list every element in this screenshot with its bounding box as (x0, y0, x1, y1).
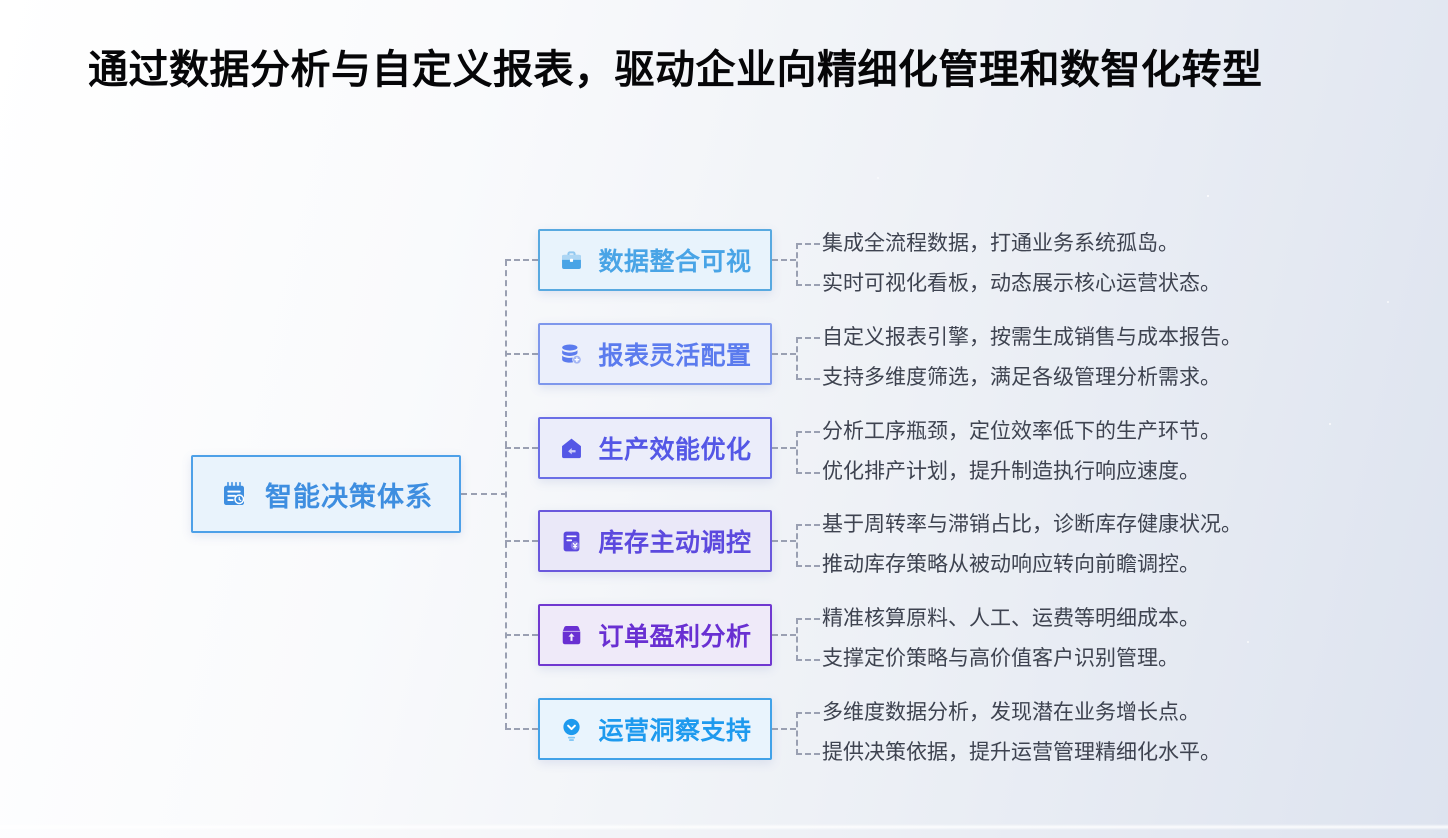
leaf-connector (796, 337, 820, 339)
leaf-connector (796, 243, 820, 245)
branch-label: 报表灵活配置 (598, 342, 752, 370)
branch-connector (505, 353, 538, 355)
leaf-connector (772, 259, 796, 261)
trunk-connector (505, 260, 507, 729)
branch-point: 支撑定价策略与高价值客户识别管理。 (822, 646, 1179, 670)
leaf-connector (796, 243, 798, 286)
leaf-connector (796, 524, 820, 526)
branch-point: 支持多维度筛选，满足各级管理分析需求。 (822, 365, 1221, 389)
leaf-connector (796, 472, 820, 474)
branch-connector (505, 728, 538, 730)
branch-point: 自定义报表引擎，按需生成销售与成本报告。 (822, 325, 1242, 349)
branch-connector (505, 634, 538, 636)
branch-node-data-integration[interactable]: 数据整合可视 (538, 229, 772, 291)
branch-connector (505, 447, 538, 449)
branch-point: 分析工序瓶颈，定位效率低下的生产环节。 (822, 419, 1221, 443)
leaf-connector (796, 284, 820, 286)
branch-node-order-profit[interactable]: 订单盈利分析 (538, 604, 772, 666)
branch-point: 精准核算原料、人工、运费等明细成本。 (822, 606, 1200, 630)
briefcase-icon (558, 247, 585, 274)
root-node-intelligent-decision[interactable]: 智能决策体系 (191, 455, 461, 533)
branch-order-profit: 订单盈利分析 精准核算原料、人工、运费等明细成本。 支撑定价策略与高价值客户识别… (505, 588, 1285, 682)
leaf-connector (796, 712, 798, 755)
branch-point: 多维度数据分析，发现潜在业务增长点。 (822, 700, 1200, 724)
branch-report-config: 报表灵活配置 自定义报表引擎，按需生成销售与成本报告。 支持多维度筛选，满足各级… (505, 307, 1285, 401)
branch-production-efficiency: 生产效能优化 分析工序瓶颈，定位效率低下的生产环节。 优化排产计划，提升制造执行… (505, 401, 1285, 495)
leaf-connector (796, 618, 798, 661)
insight-bulb-icon (558, 716, 585, 743)
page-title: 通过数据分析与自定义报表，驱动企业向精细化管理和数智化转型 (88, 48, 1263, 92)
branch-data-integration: 数据整合可视 集成全流程数据，打通业务系统孤岛。 实时可视化看板，动态展示核心运… (505, 213, 1285, 307)
leaf-connector (772, 447, 796, 449)
branch-node-production-efficiency[interactable]: 生产效能优化 (538, 417, 772, 479)
branch-label: 生产效能优化 (598, 436, 752, 464)
leaf-connector (772, 728, 796, 730)
leaf-connector (796, 659, 820, 661)
branch-label: 订单盈利分析 (598, 623, 752, 651)
branch-point: 提供决策依据，提升运营管理精细化水平。 (822, 740, 1221, 764)
branch-connector (505, 259, 538, 261)
leaf-connector (796, 712, 820, 714)
branch-inventory-control: 库存主动调控 基于周转率与滞销占比，诊断库存健康状况。 推动库存策略从被动响应转… (505, 494, 1285, 588)
notepad-clock-icon (219, 479, 249, 509)
calculator-yuan-icon (558, 528, 585, 555)
leaf-connector (796, 431, 820, 433)
branch-point: 优化排产计划，提升制造执行响应速度。 (822, 459, 1200, 483)
leaf-connector (796, 431, 798, 474)
leaf-connector (772, 540, 796, 542)
branch-operation-insight: 运营洞察支持 多维度数据分析，发现潜在业务增长点。 提供决策依据，提升运营管理精… (505, 682, 1285, 776)
branch-label: 库存主动调控 (598, 529, 752, 557)
branch-point: 集成全流程数据，打通业务系统孤岛。 (822, 231, 1179, 255)
root-connector (461, 493, 507, 495)
leaf-connector (796, 337, 798, 380)
branch-point: 推动库存策略从被动响应转向前瞻调控。 (822, 552, 1200, 576)
branch-point: 基于周转率与滞销占比，诊断库存健康状况。 (822, 512, 1242, 536)
root-node-label: 智能决策体系 (265, 481, 433, 512)
leaf-connector (796, 753, 820, 755)
leaf-connector (772, 634, 796, 636)
home-arrow-icon (558, 435, 585, 462)
leaf-connector (796, 565, 820, 567)
leaf-connector (796, 378, 820, 380)
leaf-connector (796, 618, 820, 620)
leaf-connector (796, 524, 798, 567)
branch-node-operation-insight[interactable]: 运营洞察支持 (538, 698, 772, 760)
branch-node-report-config[interactable]: 报表灵活配置 (538, 323, 772, 385)
branch-node-inventory-control[interactable]: 库存主动调控 (538, 510, 772, 572)
leaf-connector (772, 353, 796, 355)
database-icon (558, 341, 585, 368)
branch-connector (505, 540, 538, 542)
branch-label: 数据整合可视 (598, 248, 752, 276)
branch-label: 运营洞察支持 (598, 717, 752, 745)
branch-point: 实时可视化看板，动态展示核心运营状态。 (822, 271, 1221, 295)
package-up-icon (558, 622, 585, 649)
